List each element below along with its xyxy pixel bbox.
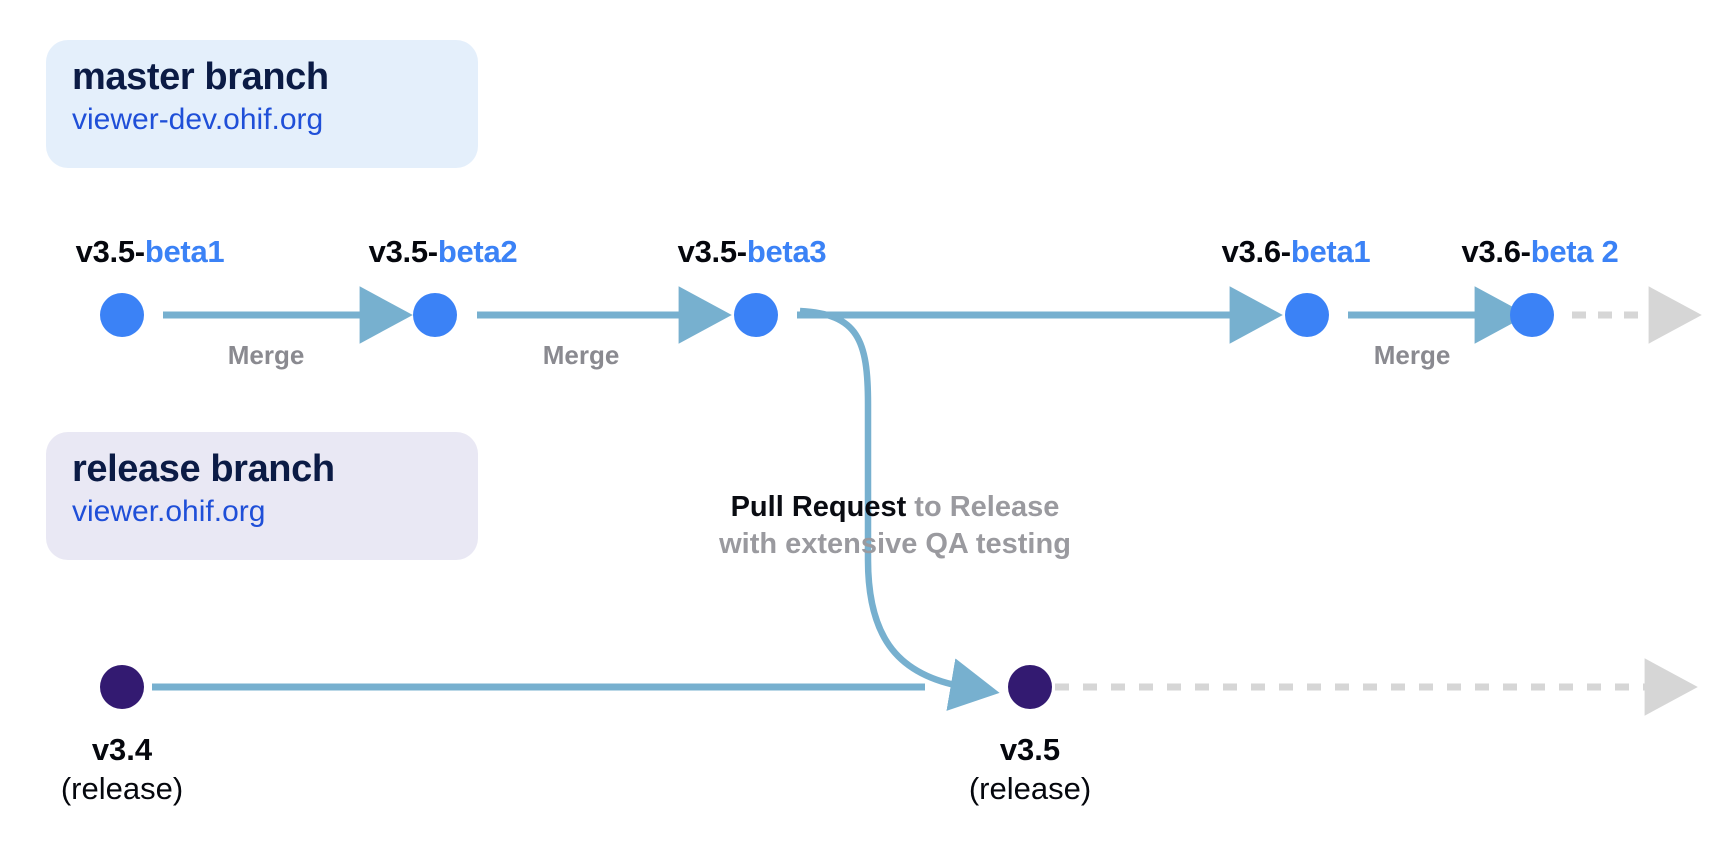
- merge-label-2: Merge: [542, 340, 620, 370]
- pr-note-line2: with extensive QA testing: [719, 527, 1071, 560]
- commit-label-v35-beta1: v3.5-beta1: [76, 234, 225, 270]
- commit-base: v3.6-: [1221, 234, 1291, 269]
- release-version: v3.4: [91, 732, 153, 767]
- release-kind: (release): [60, 771, 184, 807]
- commit-beta: beta1: [1290, 234, 1371, 269]
- commit-label-v35-beta2: v3.5-beta2: [369, 234, 518, 270]
- merge-label-1: Merge: [227, 340, 305, 370]
- commit-label-v35-beta3: v3.5-beta3: [678, 234, 827, 270]
- master-branch-card: master branch viewer-dev.ohif.org: [46, 40, 478, 168]
- commit-dot-v35-beta1[interactable]: [100, 293, 144, 337]
- commit-beta: beta2: [437, 234, 518, 269]
- commit-base: v3.6-: [1461, 234, 1531, 269]
- release-kind: (release): [968, 771, 1092, 807]
- pr-note-muted: to Release: [906, 491, 1060, 523]
- master-branch-url: viewer-dev.ohif.org: [72, 102, 324, 136]
- wire-pull-request: [799, 307, 1000, 711]
- release-branch-url: viewer.ohif.org: [72, 494, 266, 528]
- release-dot-v34[interactable]: [100, 665, 144, 709]
- commit-base: v3.5-: [368, 234, 438, 269]
- commit-dot-v35-beta3[interactable]: [734, 293, 778, 337]
- commit-dot-v36-beta1[interactable]: [1285, 293, 1329, 337]
- commit-base: v3.5-: [677, 234, 747, 269]
- commit-beta: beta 2: [1530, 234, 1619, 269]
- release-label-v34: v3.4 (release): [61, 730, 183, 809]
- commit-base: v3.5-: [75, 234, 145, 269]
- commit-label-v36-beta1: v3.6-beta1: [1222, 234, 1371, 270]
- commit-dot-v36-beta2[interactable]: [1510, 293, 1554, 337]
- pr-note-strong: Pull Request: [730, 491, 907, 523]
- release-branch-title: release branch: [72, 448, 335, 490]
- pull-request-annotation: Pull Request to Release with extensive Q…: [719, 491, 1071, 561]
- master-branch-title: master branch: [72, 56, 329, 98]
- commit-label-v36-beta2: v3.6-beta 2: [1462, 234, 1619, 270]
- commit-beta: beta3: [746, 234, 827, 269]
- release-label-v35: v3.5 (release): [969, 730, 1091, 809]
- release-branch-card: release branch viewer.ohif.org: [46, 432, 478, 560]
- release-dot-v35[interactable]: [1008, 665, 1052, 709]
- merge-label-3: Merge: [1373, 340, 1451, 370]
- commit-dot-v35-beta2[interactable]: [413, 293, 457, 337]
- release-version: v3.5: [999, 732, 1061, 767]
- commit-beta: beta1: [144, 234, 225, 269]
